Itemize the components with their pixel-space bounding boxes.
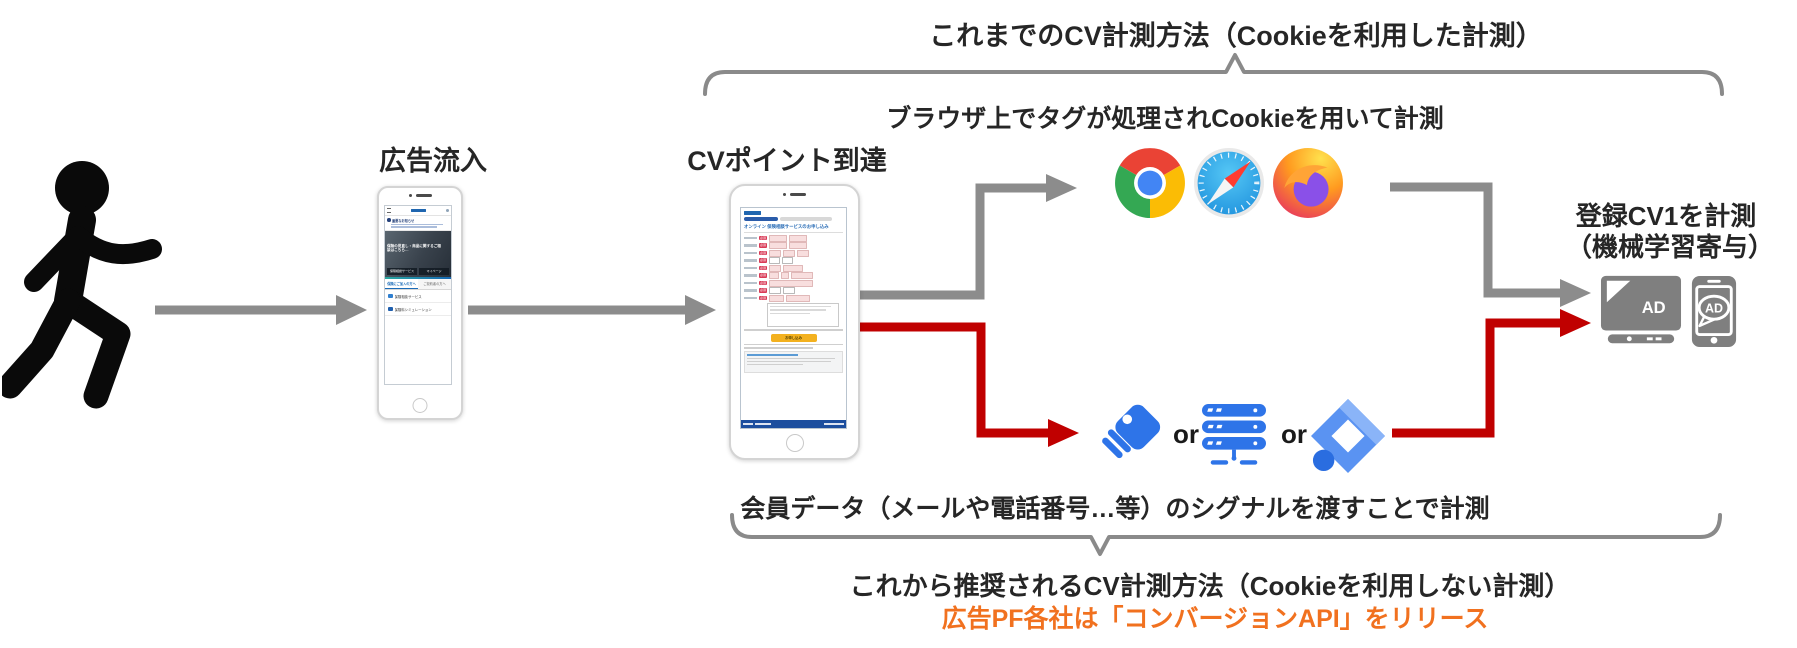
phone1-site-header — [385, 206, 451, 216]
form-row: 必須 — [744, 279, 843, 287]
notice-line — [391, 223, 443, 226]
form-row: 必須 — [744, 249, 843, 257]
arrow-phone2-to-signal-tools — [855, 322, 1079, 447]
bracket-bottom — [730, 513, 1722, 556]
notice-icon — [387, 218, 391, 222]
phone2-speaker — [731, 193, 858, 196]
fine-print-line — [744, 329, 843, 331]
or-label-1: or — [1173, 419, 1199, 449]
fine-print-line — [744, 347, 814, 349]
submit-button: お申し込み — [770, 333, 817, 342]
menu-icon — [388, 306, 393, 312]
phone2-label: CVポイント到達 — [687, 146, 887, 176]
menu-item-1: 保険相談サービス — [385, 290, 451, 304]
phone-ad-text: AD — [1705, 301, 1723, 315]
arrow-person-to-phone1 — [155, 295, 367, 325]
server-icon — [1202, 404, 1266, 465]
site-footer — [741, 420, 846, 428]
menu-item-2: 保険料シミュレーション — [385, 303, 451, 317]
phone2-home-button — [785, 434, 804, 452]
arrow-phone1-to-phone2 — [468, 295, 716, 325]
bottom-heading: これから推奨されるCV計測方法（Cookieを利用しない計測） — [849, 571, 1571, 601]
account-icon — [446, 209, 449, 212]
phone2-screen: オンライン 保険相談サービスのお申し込み 必須 必須 必須 必須 必須 必須 必… — [740, 207, 847, 429]
top-heading: これまでのCV計測方法（Cookieを利用した計測） — [929, 21, 1543, 51]
bracket-top — [703, 53, 1724, 96]
result-label: 登録CV1を計測 （機械学習寄与） — [1566, 201, 1775, 263]
phone1-mockup: 重要なお知らせ 保険の見直し・商品に関するご相 談はこちら… 保険相談サービス … — [377, 186, 463, 420]
chrome-icon — [1115, 148, 1185, 218]
fine-print-line — [744, 343, 843, 345]
walking-person-icon — [2, 161, 162, 409]
phone1-speaker — [379, 194, 461, 197]
firefox-icon — [1273, 148, 1343, 218]
api-note: 広告PF各社は「コンバージョンAPI」をリリース — [941, 605, 1489, 633]
form-progress — [744, 217, 843, 221]
form-row: 必須 — [744, 272, 843, 279]
form-row: 必須 — [744, 234, 843, 242]
tv-ad-text: AD — [1642, 298, 1666, 317]
phone2-mockup: オンライン 保険相談サービスのお申し込み 必須 必須 必須 必須 必須 必須 必… — [729, 184, 860, 460]
or-label-2: or — [1281, 419, 1307, 449]
site-logo — [744, 211, 761, 215]
browser-caption: ブラウザ上でタグが処理されCookieを用いて計測 — [886, 105, 1444, 133]
notice-title: 重要なお知らせ — [392, 218, 415, 223]
result-label-line1: 登録CV1を計測 — [1575, 201, 1757, 231]
hamburger-icon — [387, 208, 391, 213]
result-label-line2: （機械学習寄与） — [1566, 232, 1775, 262]
hero-button-1: 保険相談サービス — [387, 267, 417, 275]
form-textarea — [767, 303, 839, 327]
form-row: 必須 — [744, 257, 843, 264]
phone1-tabs: 保険にご加入の方へ ご契約者の方へ — [385, 279, 451, 291]
hero-text: 保険の見直し・商品に関するご相 談はこちら… — [387, 243, 441, 253]
form-row: 必須 — [744, 294, 843, 302]
accent-bar — [385, 276, 451, 280]
safari-icon — [1194, 148, 1264, 218]
phone1-screen: 重要なお知らせ 保険の見直し・商品に関するご相 談はこちら… 保険相談サービス … — [384, 205, 452, 385]
phone1-label: 広告流入 — [379, 146, 487, 176]
arrow-signal-tools-to-ad — [1392, 309, 1591, 438]
site-logo — [411, 208, 426, 213]
google-tag-manager-icon — [1311, 399, 1385, 473]
form-row: 必須 — [744, 287, 843, 294]
phone1-home-button — [412, 398, 428, 413]
notice-line — [391, 226, 437, 229]
form-row: 必須 — [744, 242, 843, 249]
tv-ad-icon: AD — [1600, 275, 1682, 344]
google-tag-icon — [1102, 404, 1161, 459]
tab-insured: 保険にご加入の方へ — [385, 279, 418, 290]
form-title: オンライン 保険相談サービスのお申し込み — [744, 223, 829, 229]
phone1-hero-banner: 保険の見直し・商品に関するご相 談はこちら… 保険相談サービス マイページ — [385, 230, 451, 277]
smartphone-ad-icon: AD — [1691, 275, 1737, 348]
arrow-browsers-to-ad — [1390, 182, 1591, 307]
hero-button-2: マイページ — [419, 267, 449, 275]
form-row: 必須 — [744, 264, 843, 272]
terms-box — [744, 351, 843, 373]
signal-caption: 会員データ（メールや電話番号…等）のシグナルを渡すことで計測 — [740, 495, 1490, 523]
arrow-phone2-to-browsers — [855, 174, 1077, 300]
tab-contract: ご契約者の方へ — [418, 279, 451, 290]
menu-icon — [388, 293, 393, 299]
phone1-notice: 重要なお知らせ — [385, 216, 451, 231]
